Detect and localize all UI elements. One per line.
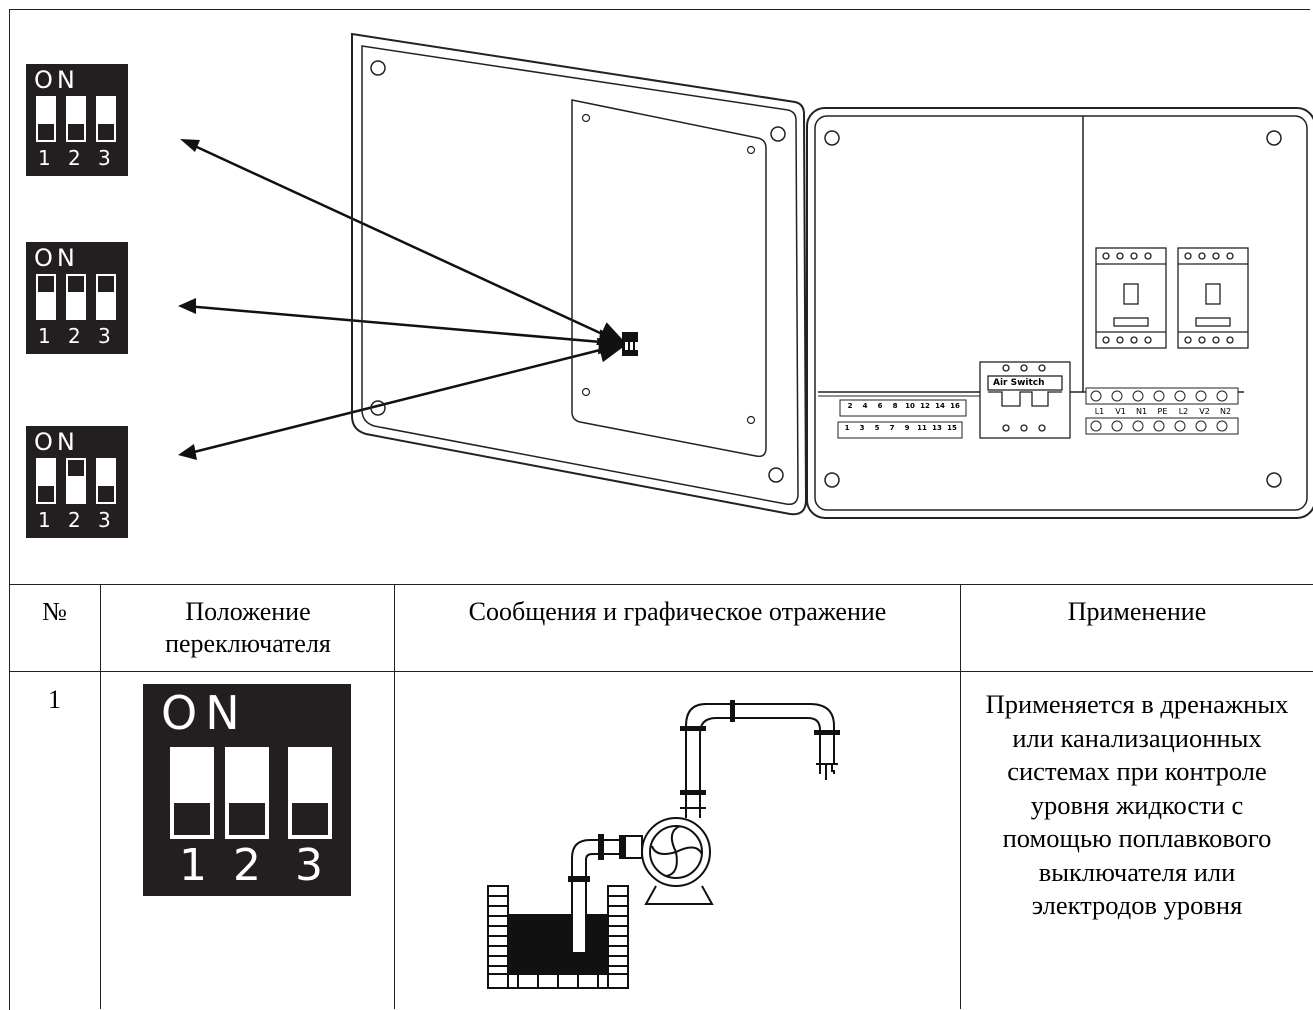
arrow-heads — [178, 139, 200, 460]
dip-lever-2 — [66, 458, 86, 504]
dip-lever-2 — [225, 747, 269, 839]
terminal-number: 9 — [904, 424, 910, 432]
terminal-number: 4 — [862, 402, 868, 410]
col-divider-3 — [960, 584, 961, 1009]
dip-number-2: 2 — [233, 840, 261, 891]
power-terminal-label: L2 — [1178, 407, 1189, 416]
header-switch-position: Положение переключателя — [165, 597, 331, 658]
terminal-number: 6 — [877, 402, 883, 410]
dip-number-1: 1 — [38, 324, 51, 348]
terminal-number: 3 — [859, 424, 865, 432]
terminal-number: 12 — [920, 402, 930, 410]
dip-lever-2 — [66, 96, 86, 142]
terminal-number: 5 — [874, 424, 880, 432]
pointer-arrows — [185, 140, 629, 456]
dip-on-label: ON — [161, 686, 248, 740]
dip-lever-1 — [170, 747, 214, 839]
table-top-border — [9, 584, 1313, 585]
terminal-number: 2 — [847, 402, 853, 410]
dip-lever-3 — [96, 96, 116, 142]
power-terminal-label: V1 — [1115, 407, 1126, 416]
power-terminal-label: N1 — [1135, 407, 1148, 416]
dip-lever-1 — [36, 96, 56, 142]
table-header-border — [9, 671, 1313, 672]
dip-switch-all-off: ON 1 2 3 — [26, 64, 128, 176]
header-number: № — [42, 597, 67, 626]
power-terminal-label: L1 — [1094, 407, 1105, 416]
dip-on-label: ON — [34, 244, 79, 272]
terminal-number: 8 — [892, 402, 898, 410]
dip-number-1: 1 — [179, 840, 207, 891]
dip-number-2: 2 — [68, 324, 81, 348]
terminal-bottom-numbers: 1 3 5 7 9 11 13 15 — [840, 424, 959, 432]
terminal-number: 11 — [917, 424, 927, 432]
terminal-number: 1 — [844, 424, 850, 432]
dip-number-3: 3 — [295, 840, 323, 891]
dip-lever-1 — [36, 274, 56, 320]
document-frame — [9, 9, 1310, 1010]
power-terminal-label: V2 — [1199, 407, 1210, 416]
power-terminal-label: N2 — [1219, 407, 1232, 416]
dip-lever-3 — [288, 747, 332, 839]
air-switch-label: Air Switch — [993, 378, 1045, 388]
col-divider-2 — [394, 584, 395, 1009]
row-dip-switch: ON 1 2 3 — [143, 684, 351, 896]
header-messages: Сообщения и графическое отражение — [468, 597, 887, 626]
power-terminal-label: PE — [1157, 407, 1168, 416]
power-terminal-labels: L1 V1 N1 PE L2 V2 N2 — [1089, 407, 1236, 416]
dip-number-2: 2 — [68, 146, 81, 170]
row-application-text: Применяется в дренажных или канализацион… — [985, 689, 1289, 920]
dip-lever-1 — [36, 458, 56, 504]
dip-number-3: 3 — [98, 146, 111, 170]
terminal-number: 13 — [932, 424, 942, 432]
header-application: Применение — [1067, 597, 1207, 626]
terminal-number: 10 — [905, 402, 915, 410]
dip-number-1: 1 — [38, 508, 51, 532]
dip-lever-2 — [66, 274, 86, 320]
dip-on-label: ON — [34, 66, 79, 94]
drainage-pump-illustration — [487, 700, 840, 989]
dip-lever-3 — [96, 274, 116, 320]
terminal-number: 7 — [889, 424, 895, 432]
terminal-number: 15 — [947, 424, 957, 432]
row-number: 1 — [48, 685, 61, 714]
dip-switch-all-on: ON 1 2 3 — [26, 242, 128, 354]
terminal-number: 14 — [935, 402, 945, 410]
terminal-number: 16 — [950, 402, 960, 410]
col-divider-1 — [100, 584, 101, 1009]
dip-number-1: 1 — [38, 146, 51, 170]
dip-number-3: 3 — [98, 508, 111, 532]
dip-lever-3 — [96, 458, 116, 504]
dip-on-label: ON — [34, 428, 79, 456]
dip-switch-middle-on: ON 1 2 3 — [26, 426, 128, 538]
control-cabinet-drawing — [351, 32, 1313, 519]
dip-number-2: 2 — [68, 508, 81, 532]
dip-number-3: 3 — [98, 324, 111, 348]
terminal-top-numbers: 2 4 6 8 10 12 14 16 — [843, 402, 962, 410]
